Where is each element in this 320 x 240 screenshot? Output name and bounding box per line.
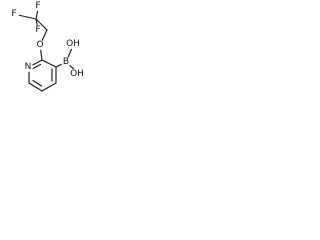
molecule-drawing: F F F O N B OH <box>9 1 84 92</box>
atom-b-label: B <box>63 57 69 67</box>
bond-double-c2-n <box>31 63 42 70</box>
bond-c6-c5 <box>28 82 43 92</box>
atom-n-ring: N <box>23 62 33 72</box>
bond-c-ch2 <box>35 18 48 31</box>
bond-c-f-left <box>17 14 37 20</box>
atom-oh-top-label: OH <box>66 39 80 49</box>
atom-oh-top: OH <box>66 39 80 49</box>
bond-double-c6-c5 <box>32 79 43 87</box>
atom-f-top: F <box>33 1 43 11</box>
atom-b: B <box>61 57 71 67</box>
atom-f-bottom-label: F <box>35 25 40 35</box>
atom-o-ether-label: O <box>36 40 43 50</box>
atom-o-ether: O <box>35 40 45 50</box>
bond-c3-c2 <box>41 59 57 68</box>
atom-f-top-label: F <box>35 1 40 11</box>
atom-oh-right-label: OH <box>70 69 84 79</box>
atom-labels: F F F O N B OH <box>9 1 84 79</box>
atom-n-ring-label: N <box>25 62 32 72</box>
atom-oh-right: OH <box>70 69 84 79</box>
bonds <box>17 8 77 92</box>
bond-c5-c4 <box>41 82 57 92</box>
atom-f-bottom: F <box>33 25 43 35</box>
structure-diagram: F F F O N B OH <box>0 0 88 116</box>
atom-f-left: F <box>9 9 19 19</box>
atom-f-left-label: F <box>11 9 16 19</box>
